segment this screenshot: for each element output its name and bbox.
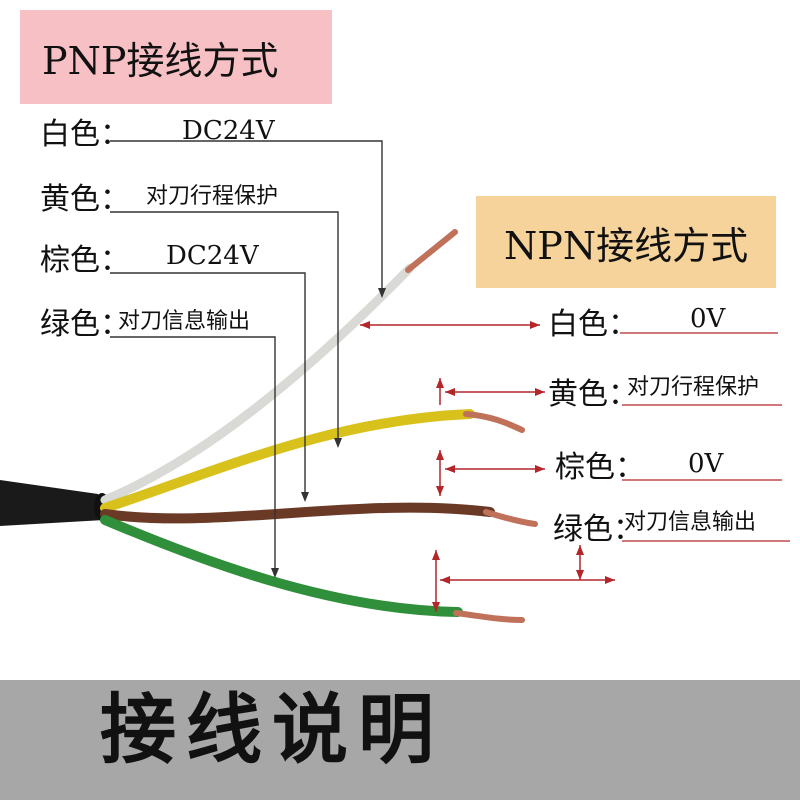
strand-brown xyxy=(483,509,538,527)
leader-white xyxy=(110,140,383,290)
pnp-brown-label: 棕色： xyxy=(40,243,130,278)
pnp-white-label: 白色： xyxy=(40,117,130,152)
leader-yellow xyxy=(110,211,339,440)
npn-arrowheads xyxy=(360,321,615,612)
wire-white xyxy=(100,263,415,505)
wire-brown xyxy=(100,502,495,524)
pnp-green-label: 绿色： xyxy=(40,307,130,342)
npn-brown-label: 棕色： xyxy=(555,450,645,485)
pnp-white-value: DC24V xyxy=(182,116,275,146)
cable-sheath xyxy=(0,480,104,526)
pnp-brown-value: DC24V xyxy=(166,241,259,271)
npn-brown-value: 0V xyxy=(688,449,724,479)
npn-arrows xyxy=(360,324,615,612)
pnp-leader-arrowheads xyxy=(271,288,386,578)
pnp-yellow-label: 黄色： xyxy=(40,182,130,217)
npn-white-label: 白色： xyxy=(548,307,638,342)
pnp-leader-lines xyxy=(110,140,383,572)
pnp-yellow-value: 对刀行程保护 xyxy=(146,184,279,209)
footer-title: 接线说明 xyxy=(100,685,444,774)
strand-green xyxy=(453,610,525,623)
leader-green xyxy=(110,336,276,572)
pnp-title: PNP接线方式 xyxy=(20,10,332,104)
npn-green-value: 对刀信息输出 xyxy=(624,510,757,535)
npn-white-value: 0V xyxy=(690,304,726,334)
wire-green xyxy=(100,515,463,617)
npn-underlines xyxy=(620,332,790,542)
strand-white xyxy=(405,229,458,273)
leader-brown xyxy=(110,272,306,495)
footer-banner xyxy=(0,680,800,800)
npn-yellow-label: 黄色： xyxy=(548,377,638,412)
npn-green-label: 绿色： xyxy=(553,512,643,547)
pnp-green-value: 对刀信息输出 xyxy=(118,309,251,334)
strand-yellow xyxy=(463,411,525,433)
npn-title: NPN接线方式 xyxy=(476,196,776,288)
wire-yellow xyxy=(100,409,475,513)
npn-yellow-value: 对刀行程保护 xyxy=(627,375,760,400)
